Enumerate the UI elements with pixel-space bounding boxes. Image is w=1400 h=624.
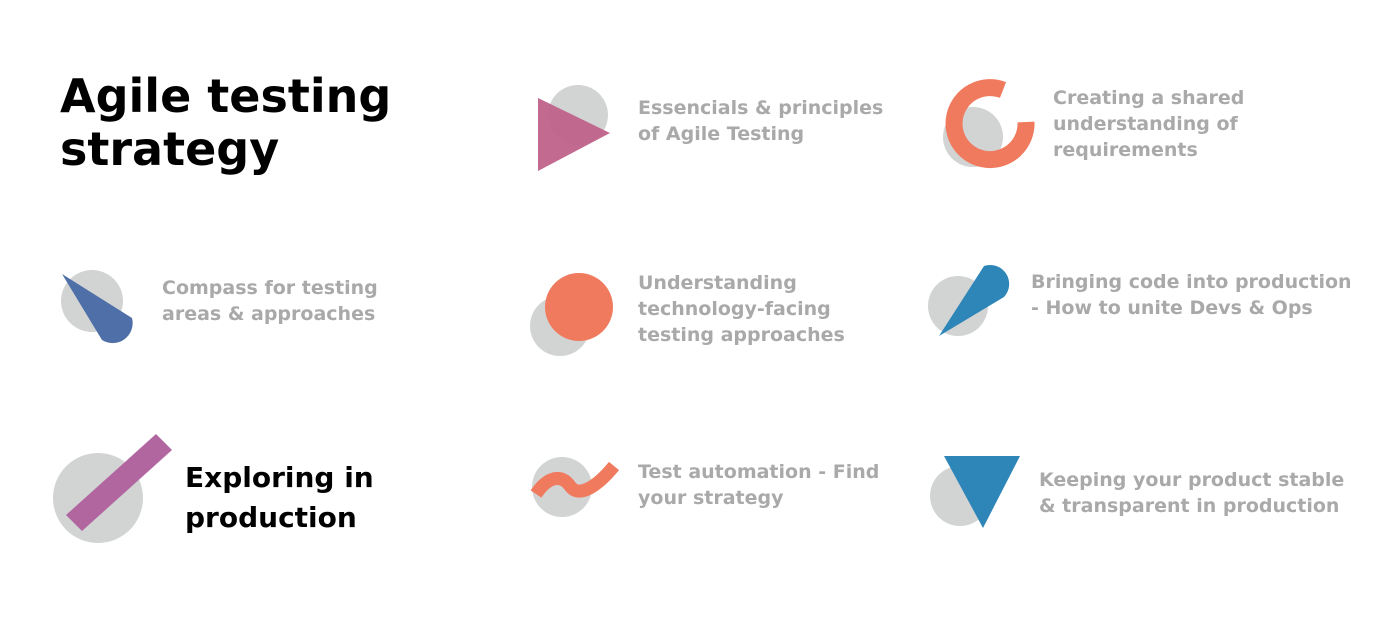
- topic-line: testing approaches: [638, 324, 845, 346]
- title-line-1: Agile testing: [60, 69, 392, 123]
- drop-icon: [928, 264, 1010, 336]
- wave-icon: [530, 457, 620, 517]
- topic-line: your strategy: [638, 487, 784, 509]
- topic-line: understanding of: [1053, 113, 1238, 135]
- topic-compass-label: Compass for testing areas & approaches: [162, 275, 378, 327]
- topic-line: Creating a shared: [1053, 87, 1245, 109]
- comet-icon: [61, 270, 133, 344]
- topic-line: Exploring in: [185, 461, 374, 494]
- topic-essentials-label: Essencials & principles of Agile Testing: [638, 95, 883, 147]
- triangle-play-icon: [538, 85, 610, 171]
- topic-line: of Agile Testing: [638, 123, 805, 145]
- topic-devs-ops-label: Bringing code into production - How to u…: [1031, 269, 1352, 321]
- down-triangle-icon: [930, 456, 1020, 528]
- topic-line: areas & approaches: [162, 303, 376, 325]
- title-line-2: strategy: [60, 122, 280, 176]
- topic-stable-label: Keeping your product stable & transparen…: [1039, 467, 1344, 519]
- page-title: Agile testing strategy: [60, 70, 460, 176]
- circle-icon: [530, 273, 613, 356]
- topic-line: requirements: [1053, 139, 1198, 161]
- topic-line: Compass for testing: [162, 277, 378, 299]
- topic-exploring-label: Exploring in production: [185, 458, 374, 538]
- topic-line: Test automation - Find: [638, 461, 880, 483]
- topic-line: Understanding: [638, 272, 797, 294]
- topic-line: production: [185, 501, 357, 534]
- topic-automation-label: Test automation - Find your strategy: [638, 459, 879, 511]
- topic-line: technology-facing: [638, 298, 831, 320]
- topic-line: Keeping your product stable: [1039, 469, 1345, 491]
- topic-line: Essencials & principles: [638, 97, 884, 119]
- bar-icon: [53, 434, 172, 543]
- topic-line: & transparent in production: [1039, 495, 1340, 517]
- topic-line: - How to unite Devs & Ops: [1031, 297, 1313, 319]
- topic-technology-facing-label: Understanding technology-facing testing …: [638, 270, 845, 348]
- ring-arc-icon: [943, 79, 1035, 169]
- topic-line: Bringing code into production: [1031, 271, 1352, 293]
- topic-shared-understanding-label: Creating a shared understanding of requi…: [1053, 85, 1244, 163]
